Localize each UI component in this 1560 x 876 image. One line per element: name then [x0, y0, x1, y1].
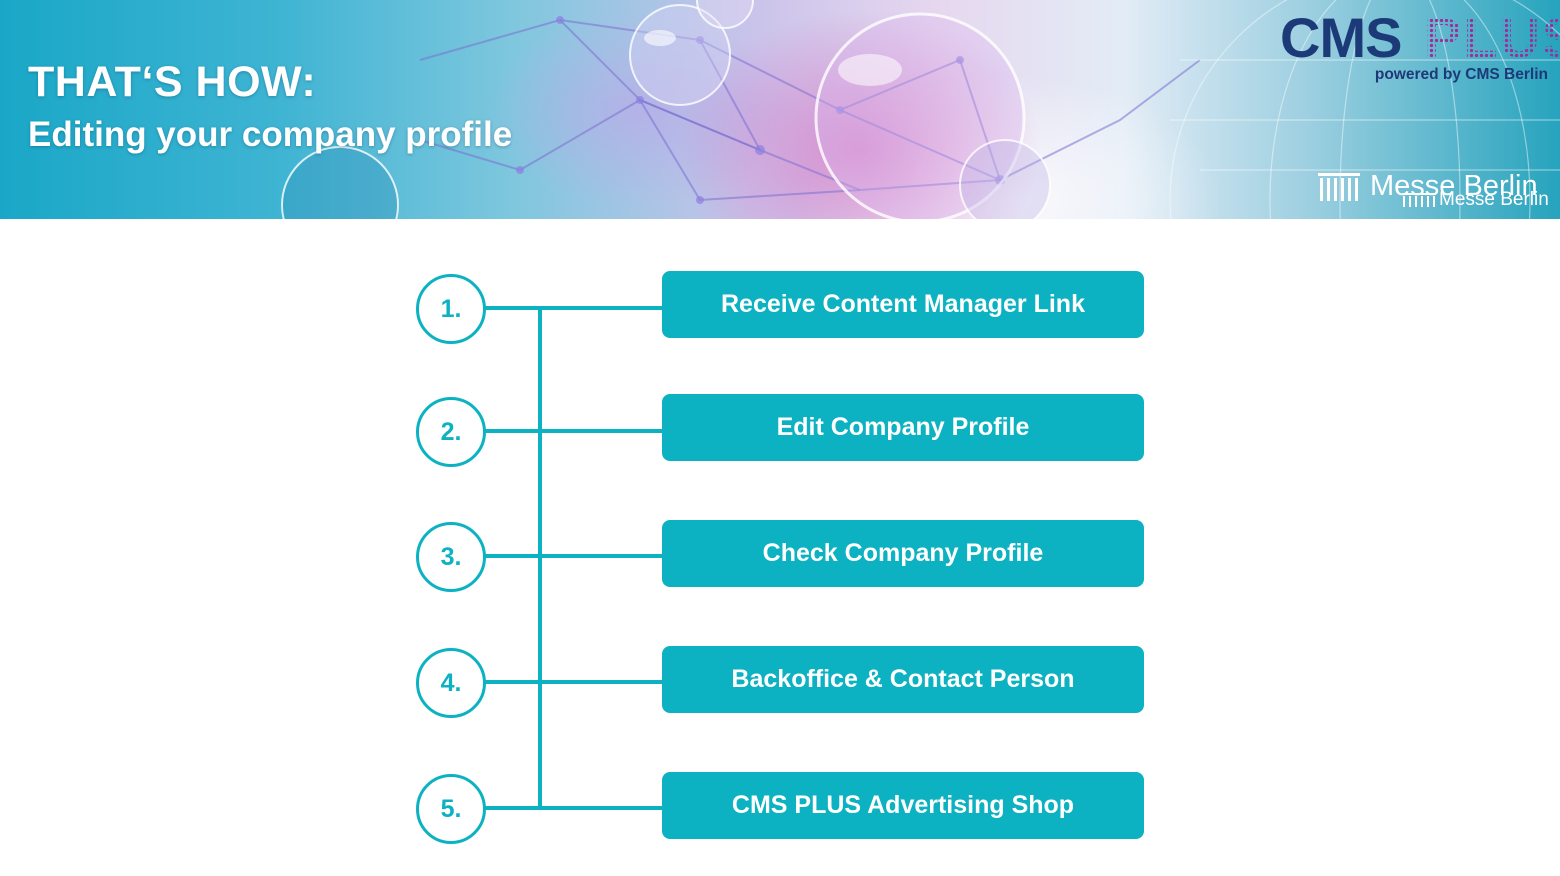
page-title: THAT‘S HOW:: [28, 58, 317, 106]
messe-berlin-bars-small-icon: [1402, 192, 1436, 207]
timeline-trunk: [538, 307, 542, 810]
step-backoffice-contact-person-button[interactable]: Backoffice & Contact Person: [662, 646, 1144, 713]
step-connector: [484, 680, 662, 684]
step-number-badge: 4.: [416, 648, 486, 718]
step-edit-company-profile-button[interactable]: Edit Company Profile: [662, 394, 1144, 461]
logo-plus-text: PLUS: [1424, 8, 1560, 68]
step-connector: [484, 306, 662, 310]
messe-berlin-logo: Messe Berlin: [1318, 168, 1538, 204]
banner-background-art: [281, 0, 1560, 219]
step-check-company-profile-button[interactable]: Check Company Profile: [662, 520, 1144, 587]
messe-berlin-logo-small: Messe Berlin: [1402, 190, 1549, 210]
step-cms-plus-advertising-shop-button[interactable]: CMS PLUS Advertising Shop: [662, 772, 1144, 839]
step-number-badge: 1.: [416, 274, 486, 344]
step-connector: [484, 429, 662, 433]
header-banner: THAT‘S HOW: Editing your company profile…: [0, 0, 1560, 219]
messe-berlin-bars-icon: [1318, 173, 1360, 202]
step-number-badge: 2.: [416, 397, 486, 467]
step-number-badge: 3.: [416, 522, 486, 592]
messe-berlin-small-text: Messe Berlin: [1439, 189, 1549, 210]
step-receive-content-manager-link-button[interactable]: Receive Content Manager Link: [662, 271, 1144, 338]
step-connector: [484, 806, 662, 810]
messe-berlin-text: Messe Berlin: [1370, 170, 1538, 202]
step-number-badge: 5.: [416, 774, 486, 844]
cms-plus-logo: CMS PLUS powered by CMS Berlin: [1280, 6, 1560, 88]
logo-powered-by: powered by CMS Berlin: [1374, 66, 1548, 83]
logo-cms-text: CMS: [1280, 6, 1402, 69]
page-subtitle: Editing your company profile: [28, 115, 513, 154]
step-connector: [484, 554, 662, 558]
